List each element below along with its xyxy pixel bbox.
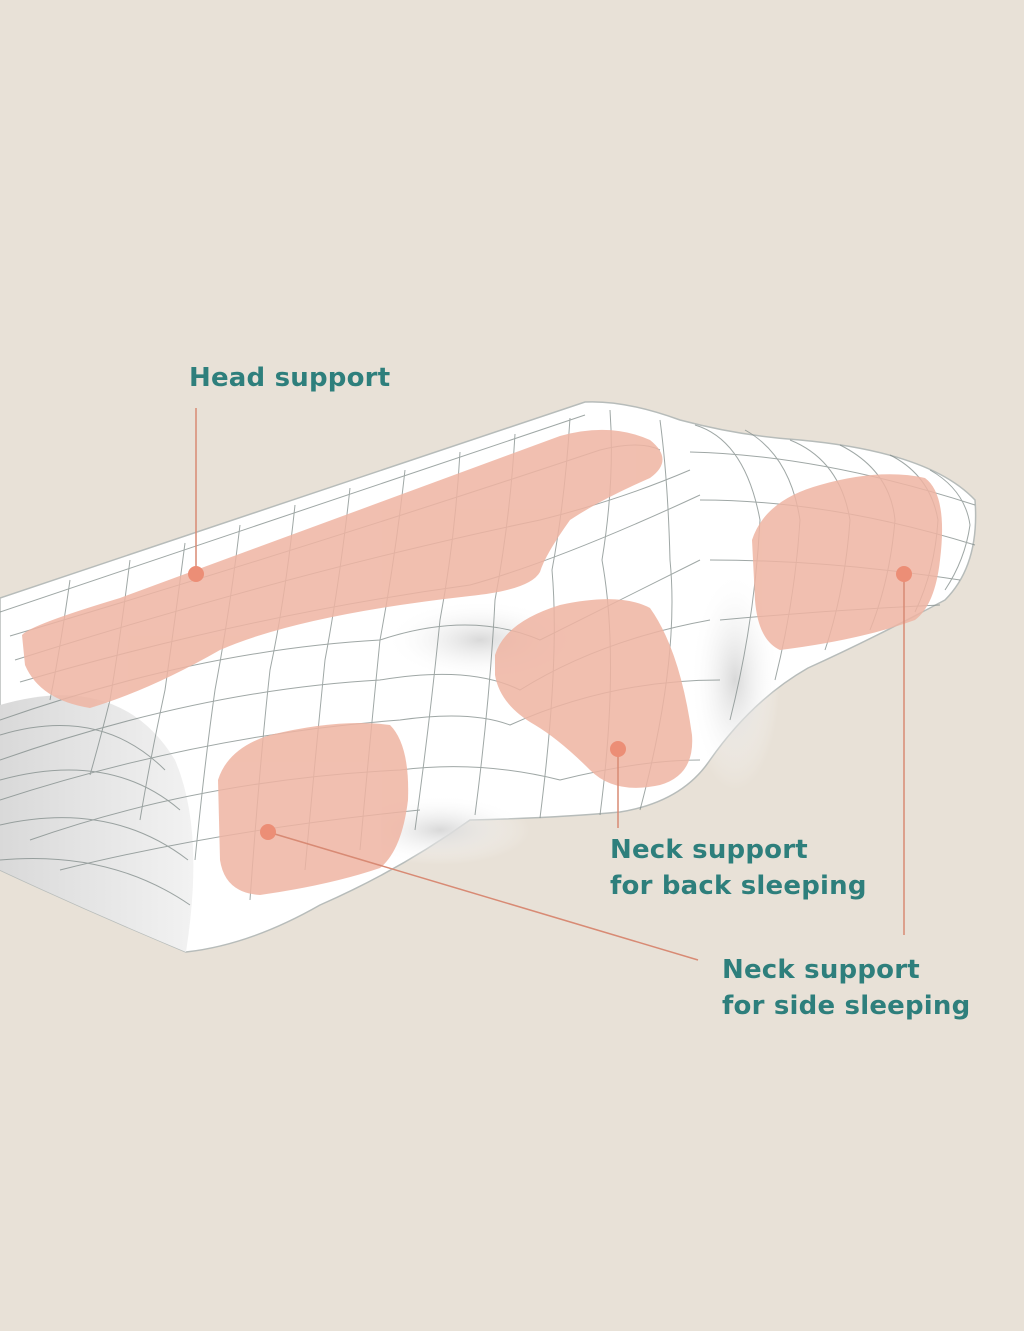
leader-lines: [195, 408, 905, 961]
neck-back-marker-dot: [610, 741, 626, 757]
head-marker-dot: [188, 566, 204, 582]
neck-side-line2: for side sleeping: [722, 991, 971, 1021]
side-right-marker-dot: [896, 566, 912, 582]
neck-back-zone: [495, 599, 693, 788]
neck-side-zone: [218, 722, 409, 895]
neck-side-zone-right: [752, 474, 943, 650]
neck-side-marker-dot: [260, 824, 276, 840]
neck-back-line1: Neck support: [610, 835, 808, 865]
neck-side-label: Neck support for side sleeping: [722, 952, 970, 1024]
head-support-zone: [22, 429, 663, 708]
support-zones: [22, 429, 943, 895]
trough-shadow: [690, 570, 780, 790]
neck-side-leader-line: [267, 831, 699, 961]
neck-back-line2: for back sleeping: [610, 871, 867, 901]
marker-dots: [188, 566, 912, 840]
head-support-text: Head support: [189, 363, 391, 393]
head-support-label: Head support: [189, 360, 390, 396]
neck-side-line1: Neck support: [722, 955, 920, 985]
neck-back-label: Neck support for back sleeping: [610, 832, 867, 904]
